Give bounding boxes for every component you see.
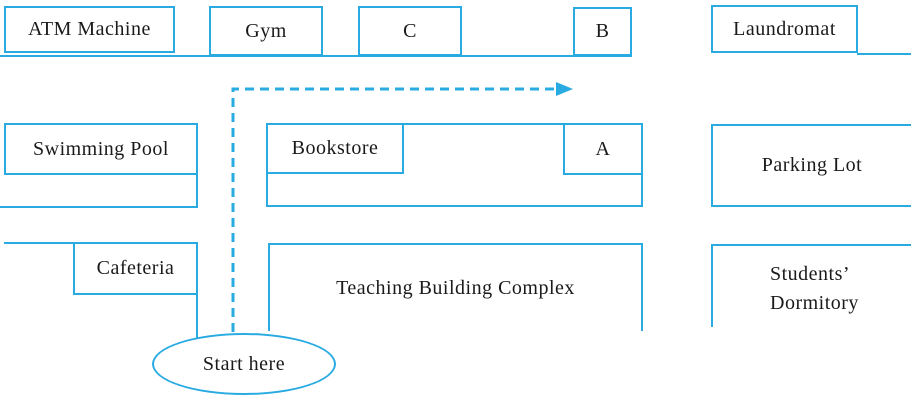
building-atm-machine: ATM Machine xyxy=(4,6,175,53)
building-a: A xyxy=(563,123,643,175)
route-arrowhead-icon xyxy=(556,82,573,96)
building-a-label: A xyxy=(595,137,611,160)
building-c-label: C xyxy=(403,19,417,42)
building-b: B xyxy=(573,7,632,56)
swimming-pool-edge-line xyxy=(196,174,198,208)
building-gym: Gym xyxy=(209,6,323,56)
building-teaching-complex: Teaching Building Complex xyxy=(268,243,643,331)
building-parking-lot: Parking Lot xyxy=(711,124,911,207)
teaching-complex-label: Teaching Building Complex xyxy=(336,276,575,299)
building-c: C xyxy=(358,6,462,56)
road-line-top xyxy=(0,55,632,57)
swimming-pool-label: Swimming Pool xyxy=(33,137,169,160)
start-here-ellipse: Start here xyxy=(152,333,336,395)
building-cafeteria: Cafeteria xyxy=(73,242,198,295)
road-line-cafeteria xyxy=(4,242,75,244)
bookstore-label: Bookstore xyxy=(291,137,379,159)
start-here-label: Start here xyxy=(202,352,286,375)
building-swimming-pool: Swimming Pool xyxy=(4,123,198,175)
building-bookstore: Bookstore xyxy=(266,123,404,174)
road-line-middle-left xyxy=(0,206,197,208)
cafeteria-edge-line xyxy=(196,293,198,338)
building-b-label: B xyxy=(595,20,610,42)
building-students-dormitory: Students’ Dormitory xyxy=(711,244,911,327)
building-laundromat: Laundromat xyxy=(711,5,858,53)
laundromat-label: Laundromat xyxy=(733,17,836,40)
gym-label: Gym xyxy=(245,19,287,42)
parking-lot-label: Parking Lot xyxy=(761,154,863,176)
dormitory-label-line1: Students’ xyxy=(770,263,851,285)
atm-machine-label: ATM Machine xyxy=(28,18,151,40)
dormitory-label-line2: Dormitory xyxy=(770,292,859,314)
road-line-top-right xyxy=(857,53,911,55)
cafeteria-label: Cafeteria xyxy=(96,257,175,279)
